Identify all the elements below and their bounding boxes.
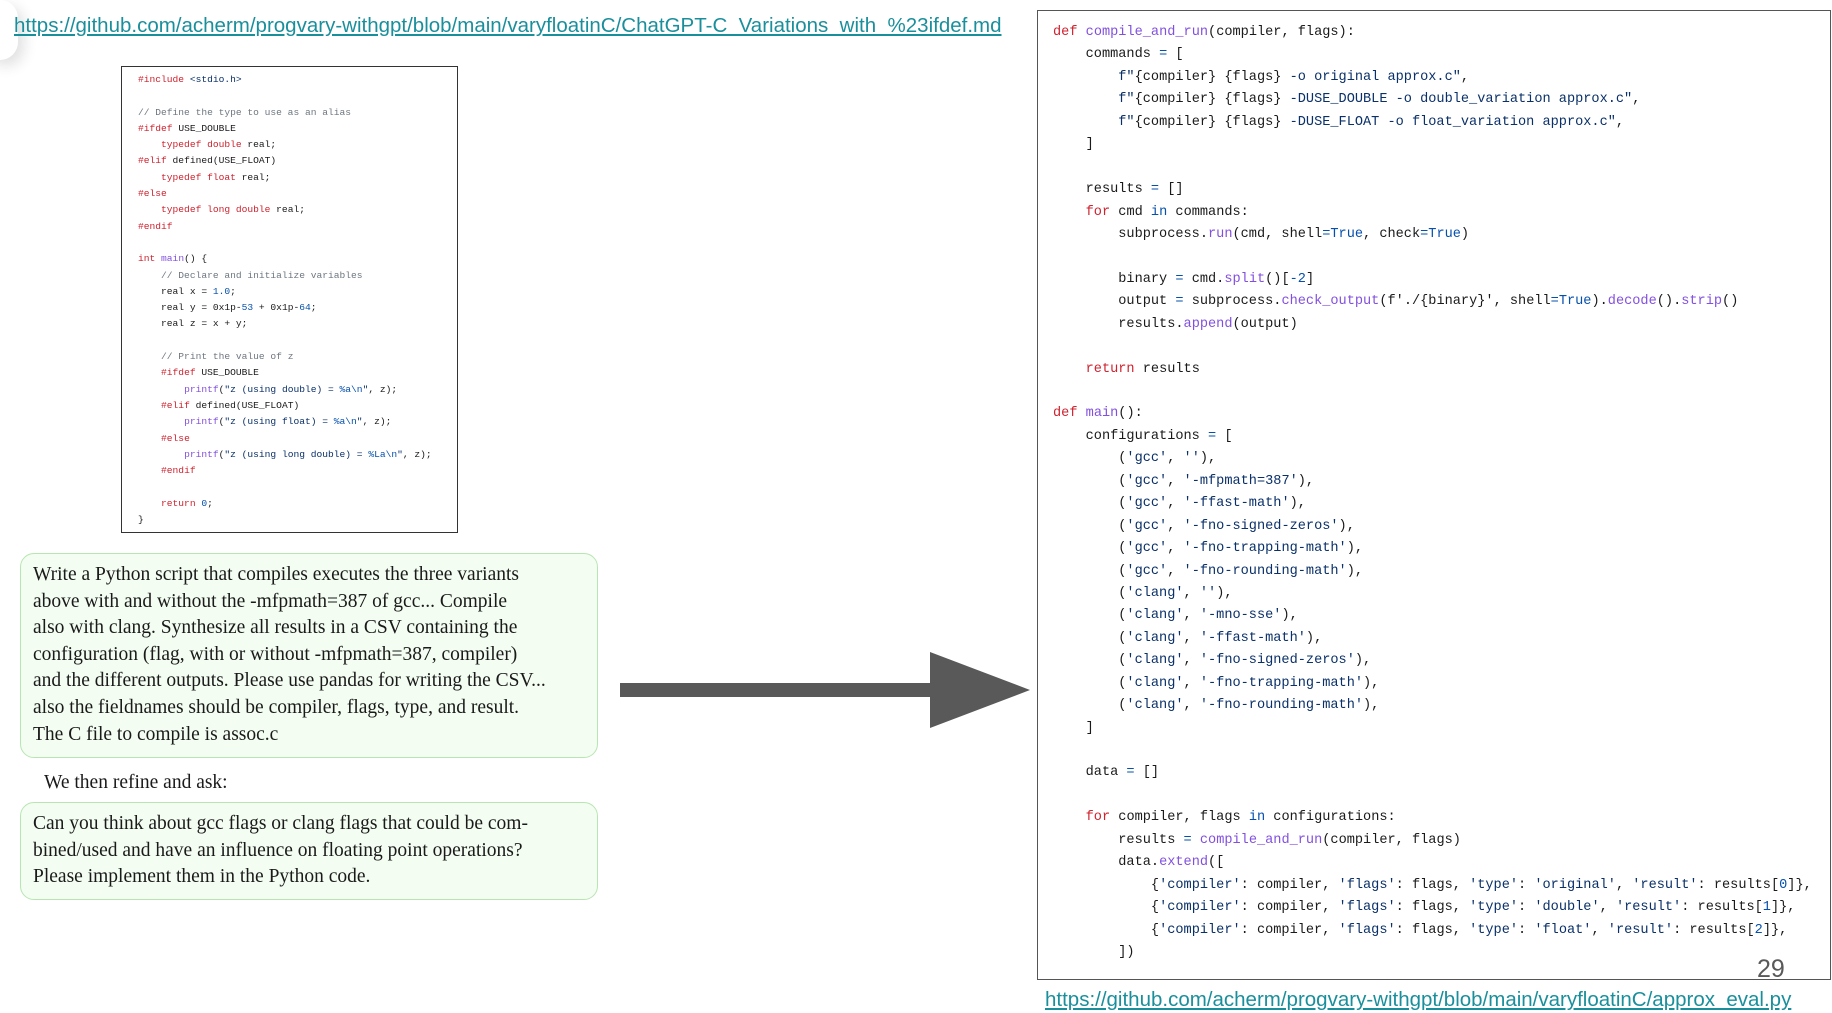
python-code-line: subprocess.run(cmd, shell=True, check=Tr… <box>1053 226 1470 242</box>
c-code-line: } <box>138 514 144 526</box>
python-code-line: {'compiler': compiler, 'flags': flags, '… <box>1053 922 1788 938</box>
source-link-python[interactable]: https://github.com/acherm/progvary-withg… <box>1045 988 1792 1011</box>
c-code-line: // Print the value of z <box>161 351 294 363</box>
python-code-line <box>1053 246 1830 268</box>
right-arrow-icon <box>620 652 1030 728</box>
slide-corner-decoration <box>0 0 18 60</box>
python-code-line: results = compile_and_run(compiler, flag… <box>1053 832 1461 848</box>
c-code-line: return 0; <box>161 497 213 509</box>
python-code-line: f"{compiler} {flags} -o original approx.… <box>1118 69 1470 85</box>
python-code-line: ] <box>1053 720 1094 736</box>
c-code-line: real x = 1.0; <box>138 285 236 297</box>
c-code-line: typedef float real; <box>161 171 271 183</box>
c-code-line: #include <stdio.h> <box>138 74 242 85</box>
refine-caption: We then refine and ask: <box>44 772 228 793</box>
python-code-line: ('clang', '-fno-signed-zeros'), <box>1053 653 1372 669</box>
c-code-line <box>138 479 457 495</box>
python-code-snippet: def compile_and_run(compiler, flags): co… <box>1037 10 1831 980</box>
python-code-line: for cmd in commands: <box>1085 204 1249 220</box>
c-code-line: #ifdef USE_DOUBLE <box>138 122 236 134</box>
c-code-line: typedef long double real; <box>161 204 305 216</box>
python-code-line: {'compiler': compiler, 'flags': flags, '… <box>1053 900 1796 916</box>
prompt-box-refinement: Can you think about gcc flags or clang f… <box>20 802 598 900</box>
python-code-line: ('gcc', '-ffast-math'), <box>1053 496 1306 512</box>
python-code-line: ('gcc', '-fno-trapping-math'), <box>1053 541 1364 557</box>
python-code-line: def main(): <box>1053 406 1143 422</box>
c-code-line: printf("z (using long double) = %La\n", … <box>184 448 432 460</box>
arrow-head <box>930 652 1030 728</box>
prompt-box-initial: Write a Python script that compiles exec… <box>20 553 598 758</box>
c-code-line: #endif <box>161 465 196 477</box>
python-code-line: ('gcc', '-fno-signed-zeros'), <box>1053 518 1355 534</box>
python-code-line <box>1053 381 1830 403</box>
python-code-line: output = subprocess.check_output(f'./{bi… <box>1053 294 1739 310</box>
python-code-line: ('clang', '-ffast-math'), <box>1053 630 1323 646</box>
c-code-line: #ifdef USE_DOUBLE <box>161 367 259 379</box>
c-code-line: // Declare and initialize variables <box>161 269 363 281</box>
python-code-line <box>1053 336 1830 358</box>
c-code-line: #elif defined(USE_FLOAT) <box>138 155 277 167</box>
python-code-line: {'compiler': compiler, 'flags': flags, '… <box>1053 877 1812 893</box>
c-code-line <box>138 333 457 349</box>
python-code-line: results = [] <box>1053 182 1184 198</box>
page-number: 29 <box>1757 955 1785 983</box>
python-code-line: f"{compiler} {flags} -DUSE_DOUBLE -o dou… <box>1118 92 1641 108</box>
python-code-line: ('clang', ''), <box>1053 585 1233 601</box>
python-code-line: data = [] <box>1053 765 1160 781</box>
c-code-line: printf("z (using float) = %a\n", z); <box>184 416 392 428</box>
python-code-line: ('clang', '-fno-rounding-math'), <box>1053 698 1380 714</box>
python-code-line: return results <box>1085 361 1200 377</box>
python-code-line: ('gcc', '-mfpmath=387'), <box>1053 473 1315 489</box>
python-code-line <box>1053 157 1830 179</box>
c-code-line: int main() { <box>138 253 208 265</box>
c-code-line: real z = x + y; <box>138 318 248 330</box>
c-code-line: #elif defined(USE_FLOAT) <box>161 399 300 411</box>
python-code-line: binary = cmd.split()[-2] <box>1053 271 1315 287</box>
python-code-line: ('gcc', '-fno-rounding-math'), <box>1053 563 1364 579</box>
python-code-line: results.append(output) <box>1053 316 1298 332</box>
python-code-line: ('clang', '-fno-trapping-math'), <box>1053 675 1380 691</box>
c-code-snippet: #include <stdio.h> // Define the type to… <box>121 66 458 533</box>
python-code-line: ('clang', '-mno-sse'), <box>1053 608 1298 624</box>
source-link-markdown[interactable]: https://github.com/acherm/progvary-withg… <box>14 14 1002 37</box>
python-code-line: ] <box>1053 137 1094 153</box>
c-code-line: typedef double real; <box>161 139 277 151</box>
c-code-line: // Define the type to use as an alias <box>138 106 352 118</box>
python-code-line: data.extend([ <box>1053 855 1225 871</box>
c-code-line: #else <box>161 432 190 444</box>
python-code-line: configurations = [ <box>1053 428 1233 444</box>
python-code-line <box>1053 740 1830 762</box>
python-code-line: ('gcc', ''), <box>1053 451 1217 467</box>
c-code-line: real y = 0x1p-53 + 0x1p-64; <box>138 302 317 314</box>
python-code-line: f"{compiler} {flags} -DUSE_FLOAT -o floa… <box>1118 114 1625 130</box>
c-code-line: #endif <box>138 220 173 232</box>
c-code-line <box>138 235 457 251</box>
python-code-line: commands = [ <box>1053 47 1184 63</box>
arrow-shaft <box>620 683 938 697</box>
python-code-line <box>1053 785 1830 807</box>
c-code-line: #else <box>138 188 167 200</box>
c-code-line <box>138 88 457 104</box>
c-code-line: printf("z (using double) = %a\n", z); <box>184 383 398 395</box>
python-code-line: def compile_and_run(compiler, flags): <box>1053 25 1355 40</box>
python-code-line: for compiler, flags in configurations: <box>1085 810 1396 826</box>
python-code-line: ]) <box>1053 944 1135 960</box>
